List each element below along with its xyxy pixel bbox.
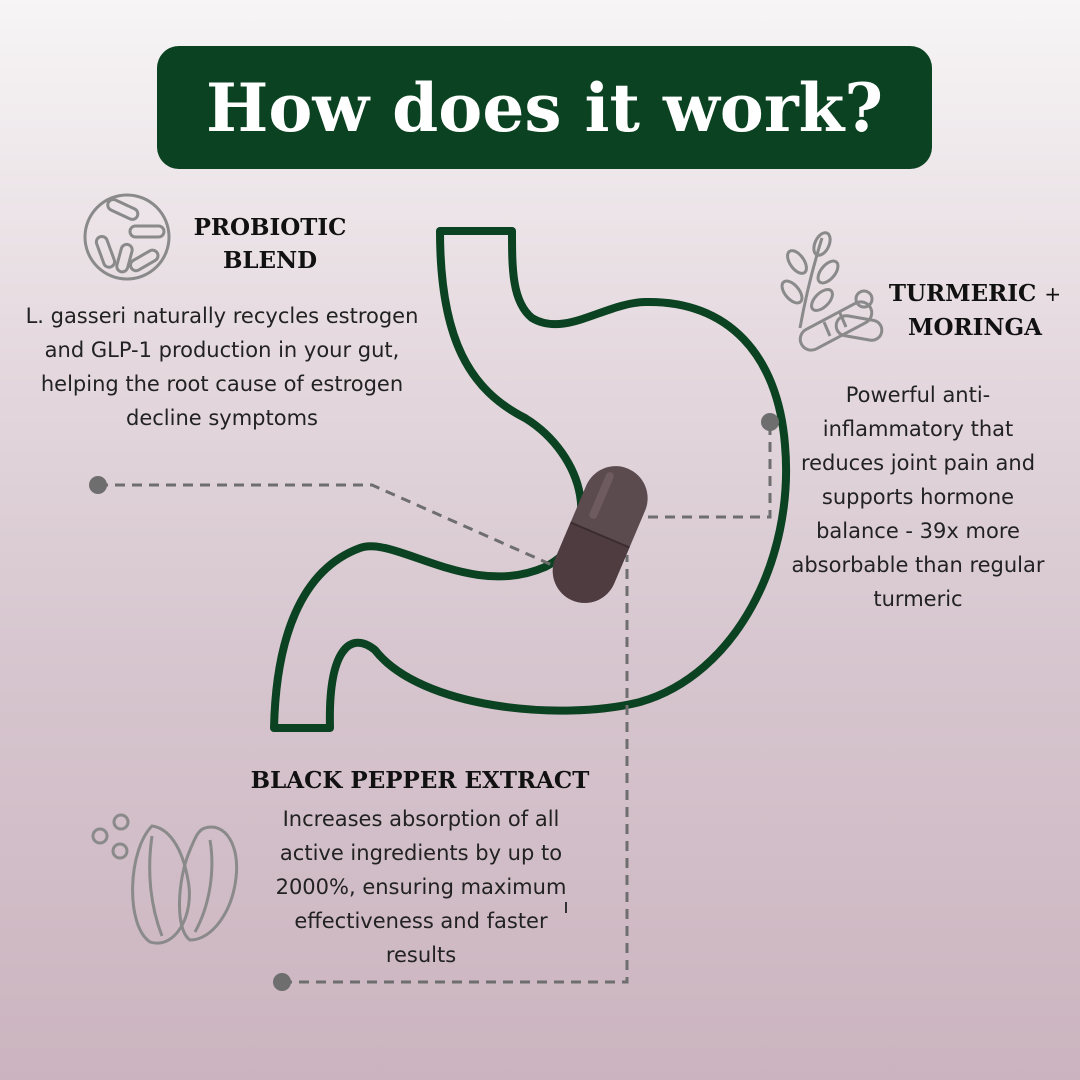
pepper-heading: BLACK PEPPER EXTRACT: [250, 767, 590, 794]
pepper-description: Increases absorption of all active ingre…: [275, 807, 567, 967]
probiotic-heading-line2: BLEND: [222, 247, 318, 274]
turmeric-connector: [648, 425, 772, 519]
bacteria-icon: [83, 193, 171, 281]
turmeric-description: Powerful anti-inflammatory that reduces …: [791, 383, 1045, 611]
probiotic-connector-dot: [89, 476, 107, 494]
pepper-seed-icon: [91, 813, 239, 945]
probiotic-heading-line1: PROBIOTIC: [193, 214, 347, 241]
turmeric-heading-line2: MORINGA: [908, 314, 1042, 341]
probiotic-description: L. gasseri naturally recycles estrogen a…: [25, 304, 419, 430]
turmeric-heading: TURMERIC + MORINGA: [880, 277, 1070, 344]
probiotic-heading: PROBIOTIC BLEND: [170, 211, 370, 277]
capsule-icon: [552, 466, 648, 603]
turmeric-connector-dot: [761, 413, 779, 431]
page-title: How does it work?: [205, 68, 883, 147]
herb-root-icon: [780, 231, 884, 352]
plus-sign: +: [1044, 282, 1062, 306]
turmeric-heading-line1: TURMERIC: [888, 280, 1037, 307]
probiotic-connector: [98, 483, 553, 567]
pepper-connector-dot: [273, 973, 291, 991]
title-banner: How does it work?: [157, 46, 932, 169]
pepper-connector: [282, 555, 629, 984]
